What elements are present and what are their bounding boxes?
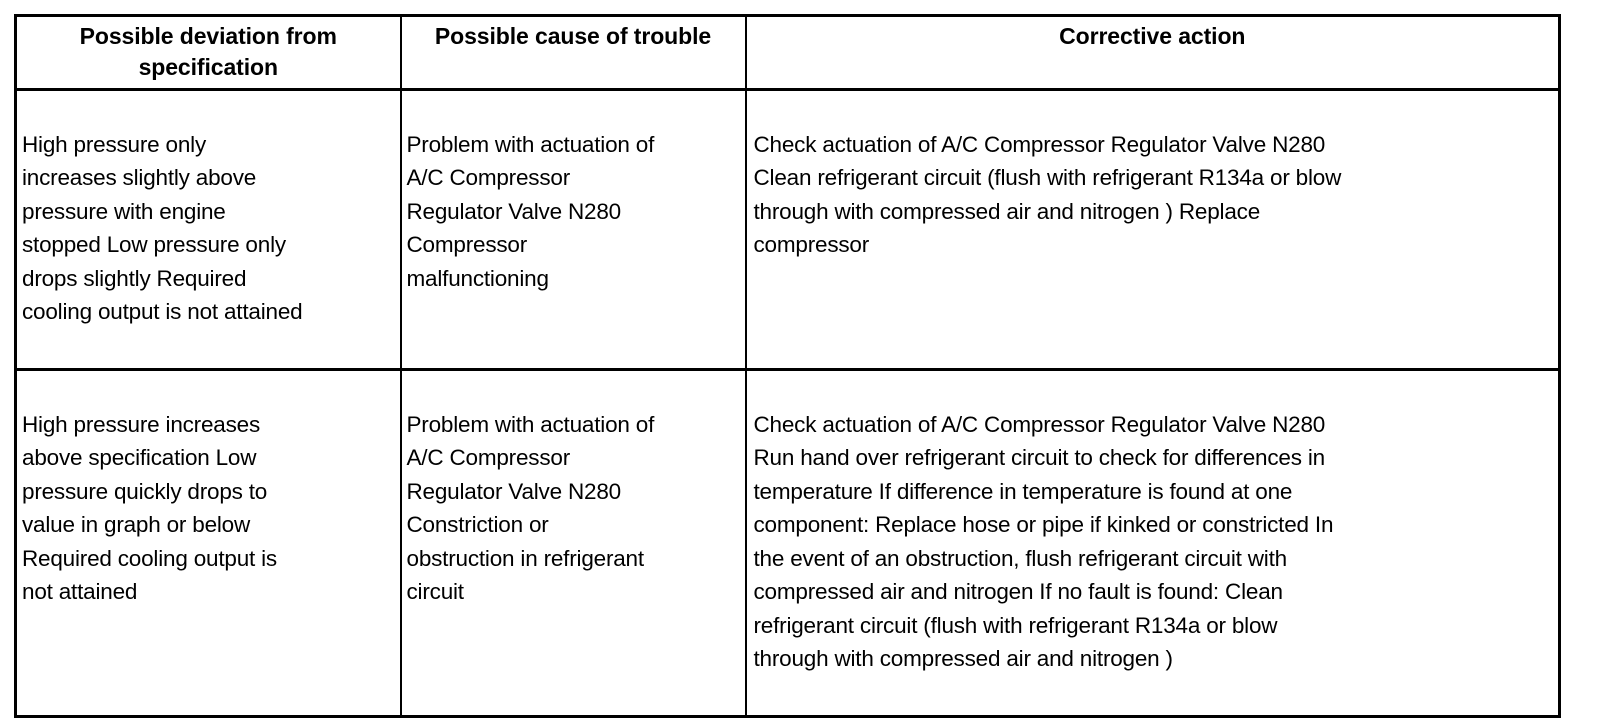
table-header: Possible deviation from specification Po… bbox=[15, 15, 1560, 91]
cell-action-text: Check actuation of A/C Compressor Regula… bbox=[753, 131, 1342, 258]
column-header-possible-cause: Possible cause of trouble bbox=[400, 15, 747, 91]
cell-cause: Problem with actuation of A/C Compressor… bbox=[400, 369, 747, 717]
document-page: Possible deviation from specification Po… bbox=[14, 14, 1561, 718]
cell-deviation-text: High pressure only increases slightly ab… bbox=[22, 131, 303, 325]
column-header-possible-deviation-label: Possible deviation from specification bbox=[79, 23, 337, 80]
table-body: High pressure only increases slightly ab… bbox=[15, 89, 1560, 717]
table-row: High pressure increases above specificat… bbox=[15, 369, 1560, 717]
column-header-corrective-action: Corrective action bbox=[745, 15, 1560, 91]
cell-deviation-text: High pressure increases above specificat… bbox=[22, 411, 277, 605]
cell-action: Check actuation of A/C Compressor Regula… bbox=[745, 89, 1560, 371]
cell-cause: Problem with actuation of A/C Compressor… bbox=[400, 89, 747, 371]
cell-action: Check actuation of A/C Compressor Regula… bbox=[746, 370, 1560, 717]
troubleshooting-table: Possible deviation from specification Po… bbox=[14, 14, 1561, 718]
cell-deviation: High pressure only increases slightly ab… bbox=[15, 89, 402, 371]
column-header-corrective-action-label: Corrective action bbox=[1059, 23, 1246, 49]
table-row: High pressure only increases slightly ab… bbox=[15, 89, 1560, 371]
cell-cause-text: Problem with actuation of A/C Compressor… bbox=[406, 411, 655, 605]
cell-cause-text: Problem with actuation of A/C Compressor… bbox=[406, 131, 655, 291]
column-header-possible-cause-label: Possible cause of trouble bbox=[434, 23, 712, 49]
cell-deviation: High pressure increases above specificat… bbox=[15, 369, 402, 717]
cell-action-text: Check actuation of A/C Compressor Regula… bbox=[753, 411, 1334, 672]
column-header-possible-deviation: Possible deviation from specification bbox=[15, 15, 402, 91]
header-row: Possible deviation from specification Po… bbox=[15, 15, 1560, 91]
